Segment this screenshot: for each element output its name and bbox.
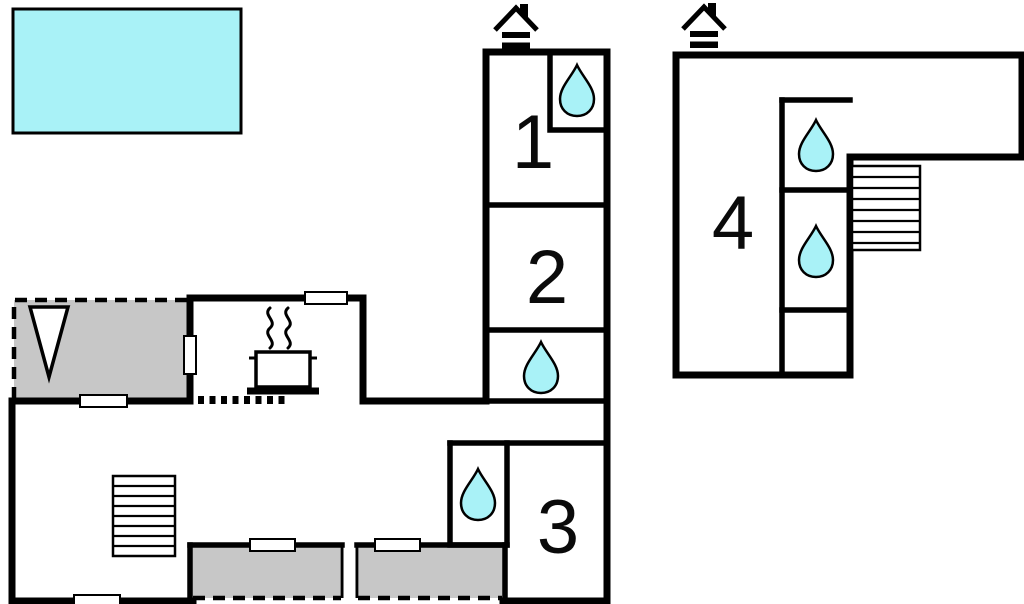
chimney-icon-annex	[681, 3, 727, 48]
window-terrace-wall	[79, 394, 128, 408]
steam-line-1	[266, 306, 274, 350]
swimming-pool	[11, 7, 243, 135]
steam-line-2	[284, 306, 292, 350]
room-4-label: 4	[712, 181, 754, 266]
room-3-label: 3	[537, 485, 579, 570]
stairs-icon-right	[850, 164, 922, 252]
room-2-label: 2	[526, 235, 568, 320]
outer-wall-main-right	[482, 48, 611, 604]
window-kitchen-top	[304, 291, 348, 305]
window-terrace-a	[249, 538, 296, 552]
chimney-icon-main	[493, 4, 539, 49]
pot	[254, 350, 312, 389]
terrace-bottom-b	[359, 547, 503, 598]
window-kitchen-left	[183, 335, 197, 375]
stairs-icon-left	[111, 474, 177, 558]
wall-room1-bath	[547, 49, 610, 133]
stove-icon	[247, 306, 319, 395]
water-drop-icon-room3-bath	[459, 467, 497, 522]
water-drop-icon-tower-bath	[522, 340, 560, 395]
wall-terrace-gap	[340, 545, 359, 598]
window-bottom-wall	[73, 594, 121, 604]
water-drop-icon-room1-bath	[558, 63, 596, 118]
terrace-bottom-a	[192, 547, 340, 598]
water-drop-icon-annex-bath2	[797, 224, 835, 279]
window-terrace-b	[374, 538, 421, 552]
triangle-marker-icon	[27, 305, 71, 384]
room-1-label: 1	[512, 100, 554, 185]
outer-wall-annex	[672, 51, 1024, 379]
outer-wall-main-left	[8, 48, 490, 604]
water-drop-icon-annex-bath1	[797, 118, 835, 173]
